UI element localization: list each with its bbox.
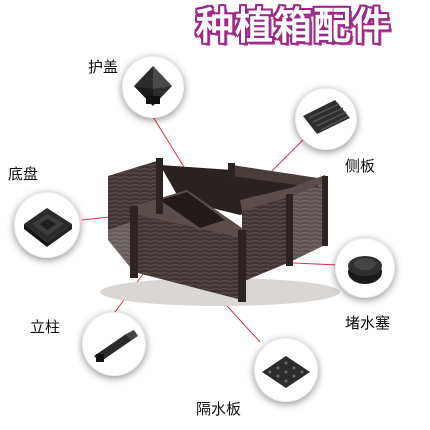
separator-label: 隔水板 [196,400,242,418]
separator-part-circle [254,338,318,402]
left-box-side [108,176,134,272]
corner-post [238,230,246,302]
right-box-front [242,196,290,282]
left-box-front [134,212,242,300]
perforated-plate-icon [262,356,310,388]
right-box-rim [240,175,327,211]
left-box-inner [160,192,225,228]
cap-part-circle [122,56,184,118]
corner-post [130,206,138,278]
base-label: 底盘 [8,165,39,183]
side-panel-part-circle [295,88,357,150]
corner-post-icon [94,330,138,362]
corner-post [228,163,235,181]
corner-post [156,158,163,214]
drain-plug-label: 堵水塞 [345,314,391,332]
page-title: 种植箱配件 [196,3,392,48]
round-plug-icon [348,256,382,284]
side-panel-label: 侧板 [345,157,376,175]
square-tray-icon [24,208,72,247]
post-part-circle [82,312,146,376]
pyramid-cap-icon [134,66,172,106]
right-box-side [290,180,325,262]
post-label: 立柱 [30,318,61,336]
corner-post [322,176,328,246]
base-part-circle [14,192,80,258]
drain-plug-part-circle [335,238,395,298]
back-wall-right [232,165,318,188]
cap-label: 护盖 [88,58,119,76]
slotted-panel-icon [303,100,350,134]
corner-post [286,194,293,266]
